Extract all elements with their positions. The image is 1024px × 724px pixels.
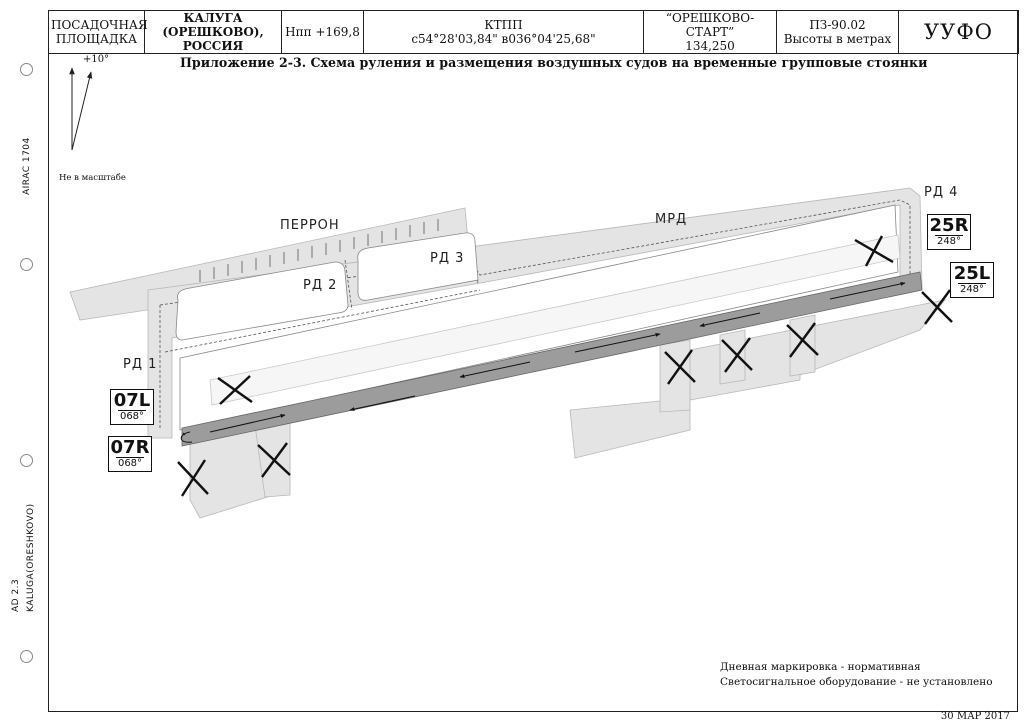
runway-course: 068° [117, 458, 143, 469]
scale-note: Не в масштабе [59, 173, 126, 183]
closed-x-icon [257, 442, 291, 478]
taxiway-rd4-label: РД 4 [924, 185, 958, 200]
taxiway-rd2-label: РД 2 [303, 278, 337, 293]
runway-designator: 07R [110, 437, 150, 458]
runway-course: 248° [936, 236, 962, 247]
lighting-note: Светосигнальное оборудование - не устано… [720, 676, 993, 688]
mrd-label: МРД [655, 212, 687, 227]
apron-label: ПЕРРОН [280, 218, 340, 233]
closed-x-icon [177, 459, 209, 497]
ktpp-cell: КТПП с54°28'03,84" в036°04'25,68" [363, 10, 644, 54]
chart-title: Приложение 2-3. Схема руления и размещен… [180, 55, 928, 70]
runway-course: 248° [959, 284, 985, 295]
runway-box-25l: 25L 248° [950, 262, 994, 298]
binder-hole [20, 258, 33, 271]
closed-x-icon [721, 337, 753, 373]
radio-frequency: 134,250 [685, 39, 735, 53]
binder-hole [20, 63, 33, 76]
datum: ПЗ-90.02 [809, 18, 866, 32]
taxiway-rd3-label: РД 3 [430, 251, 464, 266]
runway-box-07r: 07R 068° [108, 436, 152, 472]
closed-x-icon [217, 375, 253, 405]
magnetic-declination: +10° [83, 54, 110, 65]
ktpp-coordinates: с54°28'03,84" в036°04'25,68" [411, 32, 596, 46]
runway-designator: 25R [929, 215, 969, 236]
closed-area-marks [177, 235, 953, 497]
header-table: ПОСАДОЧНАЯ ПЛОЩАДКА КАЛУГА (ОРЕШКОВО), Р… [48, 10, 1019, 54]
north-arrow-icon [69, 67, 93, 151]
runway-07r-25l-strip [209, 234, 901, 406]
elevation: Нпп +169,8 [281, 10, 364, 54]
aerodrome-location: КАЛУГА (ОРЕШКОВО), РОССИЯ [144, 10, 282, 54]
runway-box-07l: 07L 068° [110, 389, 154, 425]
closed-x-icon [786, 322, 819, 358]
icao-code: УУФО [898, 10, 1019, 54]
height-units: Высоты в метрах [783, 32, 892, 46]
runway-course: 068° [119, 411, 145, 422]
closed-x-icon [664, 349, 696, 385]
runway-designator: 07L [113, 390, 151, 411]
effective-date: 30 МАР 2017 [940, 711, 1010, 722]
binder-hole [20, 454, 33, 467]
datum-cell: ПЗ-90.02 Высоты в метрах [776, 10, 899, 54]
radio-callsign: “ОРЕШКОВО-СТАРТ” [665, 11, 755, 39]
runway-designator: 25L [953, 263, 991, 284]
binder-hole [20, 650, 33, 663]
ktpp-label: КТПП [484, 18, 523, 32]
closed-x-icon [854, 235, 894, 267]
runway-direction-arrows [180, 281, 906, 443]
runway-box-25r: 25R 248° [927, 214, 971, 250]
closed-x-icon [921, 289, 953, 325]
apron-stand-marks [199, 219, 439, 282]
site-type: ПОСАДОЧНАЯ ПЛОЩАДКА [48, 10, 148, 54]
taxiway-rd1-label: РД 1 [123, 357, 157, 372]
marking-note: Дневная маркировка - нормативная [720, 661, 921, 673]
